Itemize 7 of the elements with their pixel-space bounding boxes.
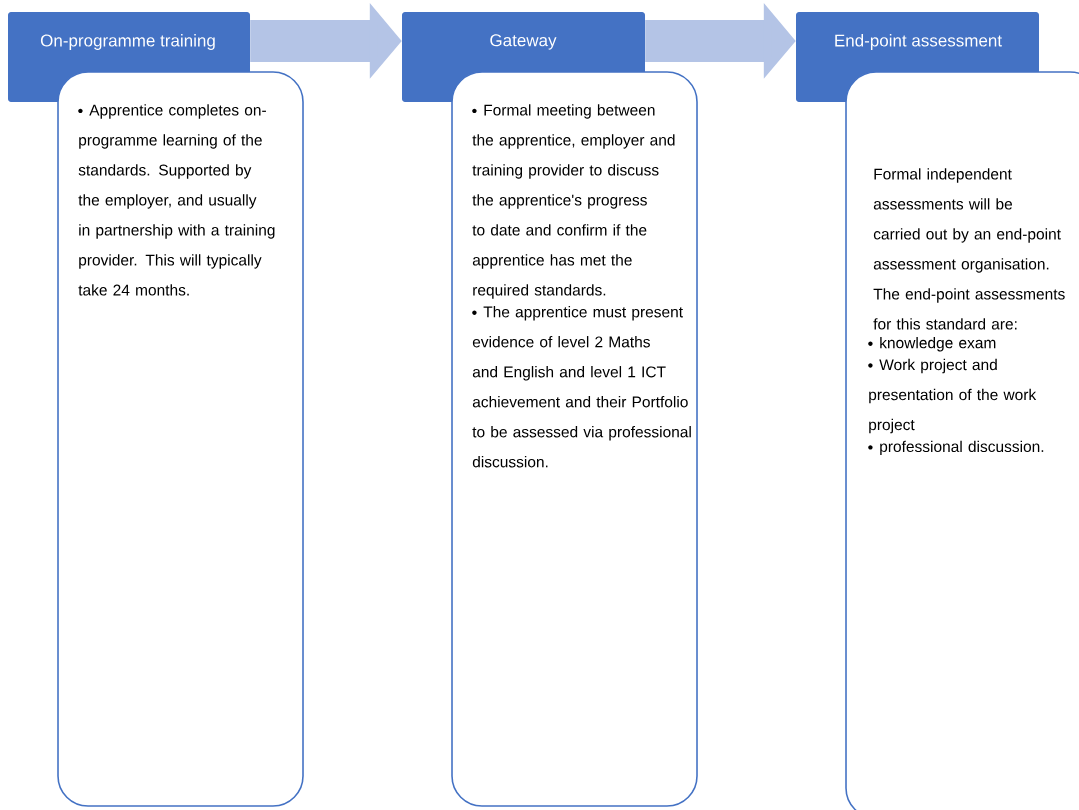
bullet-item: Apprentice completes on-programme learning of the standards. Supported by the employer, and usually in partnership with a training provider. This will typically take 24 months. <box>78 104 275 296</box>
bullet-item: The apprentice must present evidence of level 2 Maths and English and level 1 ICT achievement and their Portfolio to be assessed via professional discussion. <box>472 306 691 468</box>
bullet-item: Formal meeting between the apprentice, employer and training provider to discuss the apprentice's progress to date and confirm if the apprentice has met the required standards. <box>472 104 675 299</box>
body-text: Formal independent assessments will be carried out by an end-point assessment organisation. The end-point assessments for this standard are: <box>873 168 1065 330</box>
bullet-item: professional discussion. <box>868 440 1044 456</box>
bullet-item: knowledge exam <box>868 336 996 352</box>
bullet-item: Work project and presentation of the work project <box>868 358 1037 434</box>
